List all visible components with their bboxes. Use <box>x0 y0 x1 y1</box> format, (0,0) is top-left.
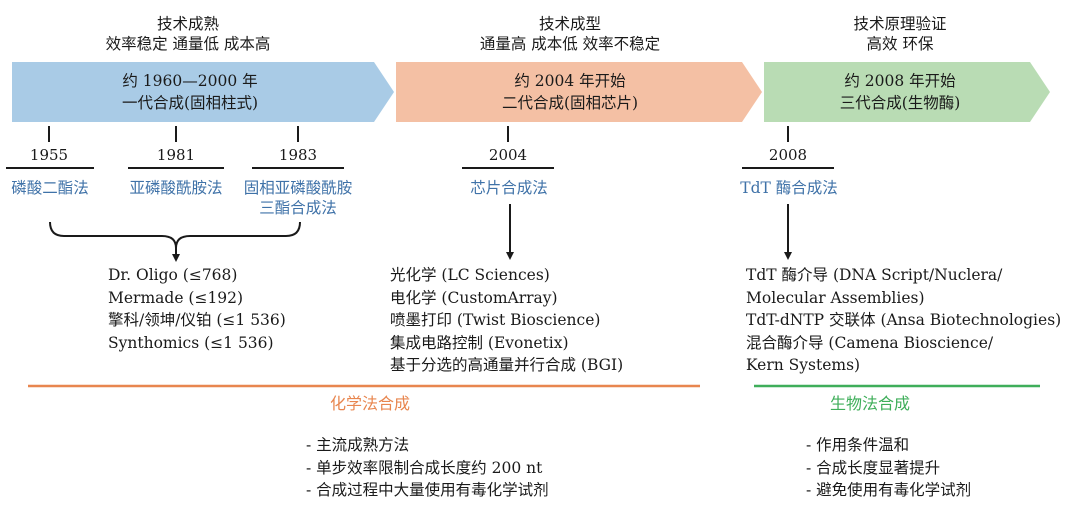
chemical-category-label: 化学法合成 <box>329 394 410 413</box>
gen2-company-1: 光化学 (LC Sciences) <box>390 266 550 284</box>
gen2-company-5: 基于分选的高通量并行合成 (BGI) <box>390 356 624 374</box>
chemical-point-1: - 主流成熟方法 <box>306 436 410 454</box>
biological-point-2: - 合成长度显著提升 <box>806 458 941 477</box>
gen2-band-label: 约 2004 年开始 二代合成(固相芯片) <box>440 70 700 114</box>
gen2-band-arrow <box>396 62 762 122</box>
gen1-company-3: 擎科/领坤/仪铂 (≤1 536) <box>108 311 286 329</box>
gen3-status: 技术原理验证 高效 环保 <box>790 14 1010 54</box>
method-solid-phosphoramidite: 固相亚磷酸酰胺 三酯合成法 <box>236 178 360 218</box>
gen1-bracket <box>49 221 301 249</box>
method-phosphodiester: 磷酸二酯法 <box>11 179 89 197</box>
chemical-point-3: - 合成过程中大量使用有毒化学试剂 <box>306 481 549 499</box>
gen3-period: 约 2008 年开始 <box>844 72 956 90</box>
gen1-companies-list: Dr. Oligo (≤768) Mermade (≤192) 擎科/领坤/仪铂… <box>108 264 286 354</box>
gen3-band-label: 约 2008 年开始 三代合成(生物酶) <box>780 70 1020 114</box>
gen2-company-4: 集成电路控制 (Evonetix) <box>390 333 569 352</box>
gen2-period: 约 2004 年开始 <box>514 72 626 90</box>
gen3-company-3: TdT-dNTP 交联体 (Ansa Biotechnologies) <box>746 311 1062 329</box>
biological-point-3: - 避免使用有毒化学试剂 <box>806 481 972 499</box>
gen2-status-desc: 通量高 成本低 效率不稳定 <box>479 35 661 53</box>
gen1-name: 一代合成(固相柱式) <box>121 94 259 112</box>
gen2-status-title: 技术成型 <box>538 15 601 33</box>
biological-points-list: - 作用条件温和 - 合成长度显著提升 - 避免使用有毒化学试剂 <box>806 434 971 502</box>
gen3-company-2: Molecular Assemblies) <box>746 288 925 307</box>
gen3-company-1: TdT 酶介导 (DNA Script/Nuclera/ <box>746 266 1003 284</box>
method-solid-phosphoramidite-line1: 固相亚磷酸酰胺 <box>243 179 353 197</box>
biological-point-1: - 作用条件温和 <box>806 436 910 454</box>
gen2-company-2: 电化学 (CustomArray) <box>390 288 558 307</box>
gen1-band-label: 约 1960—2000 年 一代合成(固相柱式) <box>60 70 320 114</box>
gen2-status: 技术成型 通量高 成本低 效率不稳定 <box>440 14 700 54</box>
year-2008: 2008 <box>768 146 808 164</box>
method-chip-synthesis: 芯片合成法 <box>470 179 548 197</box>
gen3-band-arrow <box>764 62 1050 122</box>
gen1-band-arrow <box>12 62 394 122</box>
chemical-point-2: - 单步效率限制合成长度约 200 nt <box>306 458 543 477</box>
method-solid-phosphoramidite-line2: 三酯合成法 <box>259 199 337 217</box>
year-1983: 1983 <box>278 146 318 164</box>
gen1-company-4: Synthomics (≤1 536) <box>108 333 274 352</box>
gen1-company-1: Dr. Oligo (≤768) <box>108 266 238 284</box>
year-1981: 1981 <box>156 146 196 164</box>
biological-category-label: 生物法合成 <box>829 394 910 413</box>
method-phosphoramidite: 亚磷酸酰胺法 <box>129 179 223 197</box>
gen1-status-desc: 效率稳定 通量低 成本高 <box>105 35 271 53</box>
gen1-status: 技术成熟 效率稳定 通量低 成本高 <box>58 14 318 54</box>
gen2-company-3: 喷墨打印 (Twist Bioscience) <box>390 311 601 329</box>
gen3-company-4: 混合酶介导 (Camena Bioscience/ <box>746 333 994 352</box>
year-2004: 2004 <box>488 146 528 164</box>
gen2-companies-list: 光化学 (LC Sciences) 电化学 (CustomArray) 喷墨打印… <box>390 264 623 377</box>
gen1-company-2: Mermade (≤192) <box>108 288 244 307</box>
gen3-name: 三代合成(生物酶) <box>839 94 961 112</box>
gen3-company-5: Kern Systems) <box>746 356 861 374</box>
gen3-status-title: 技术原理验证 <box>853 15 947 33</box>
gen3-status-desc: 高效 环保 <box>866 35 934 53</box>
chemical-points-list: - 主流成熟方法 - 单步效率限制合成长度约 200 nt - 合成过程中大量使… <box>306 434 549 502</box>
gen2-name: 二代合成(固相芯片) <box>501 94 639 112</box>
year-1955: 1955 <box>29 146 69 164</box>
gen1-period: 约 1960—2000 年 <box>122 72 258 90</box>
method-tdt-enzyme: TdT 酶合成法 <box>740 179 838 197</box>
gen3-companies-list: TdT 酶介导 (DNA Script/Nuclera/ Molecular A… <box>746 264 1061 377</box>
gen1-status-title: 技术成熟 <box>156 15 219 33</box>
